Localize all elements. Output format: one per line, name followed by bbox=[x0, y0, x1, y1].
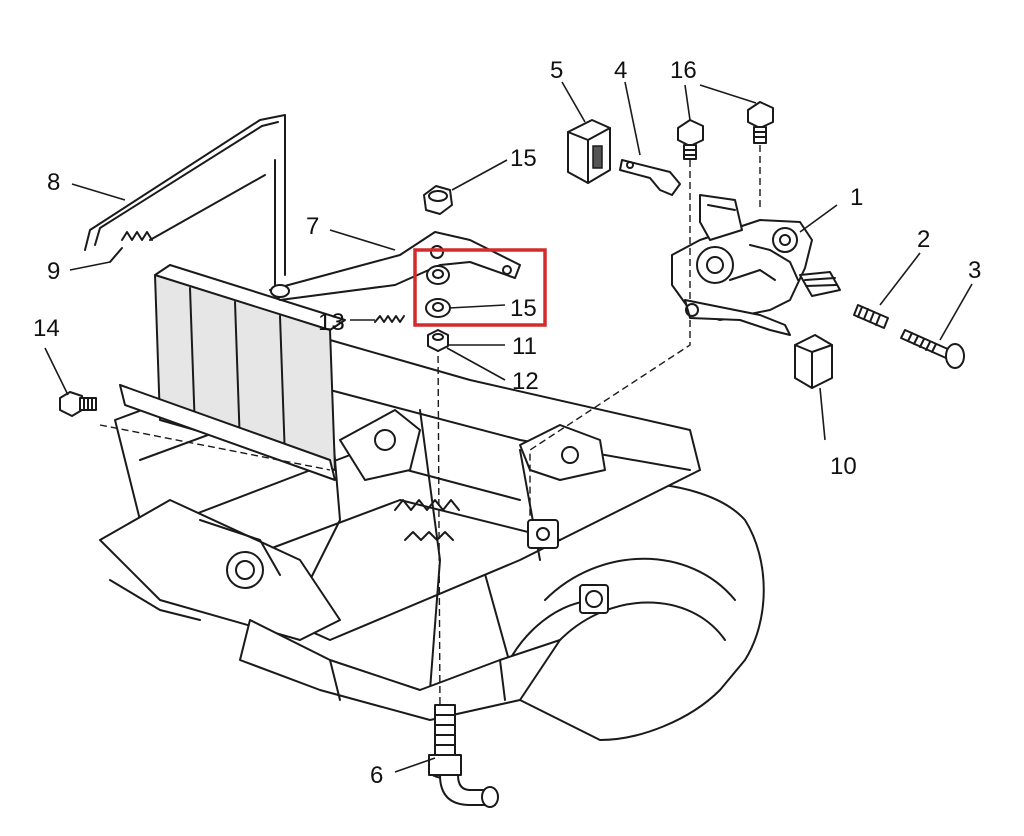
part-7-lever-arm bbox=[269, 231, 521, 301]
label-2: 2 bbox=[917, 226, 930, 253]
part-14-bolt bbox=[59, 391, 97, 417]
label-6: 6 bbox=[370, 762, 383, 789]
label-7: 7 bbox=[306, 213, 319, 240]
washer-stack bbox=[425, 265, 451, 352]
part-4-link bbox=[619, 159, 681, 196]
label-1: 1 bbox=[850, 184, 863, 211]
label-3: 3 bbox=[968, 257, 981, 284]
part-9-spring bbox=[109, 174, 266, 263]
label-11: 11 bbox=[512, 333, 537, 360]
part-1-governor-assembly bbox=[671, 194, 841, 336]
label-13: 13 bbox=[318, 309, 345, 336]
label-9: 9 bbox=[47, 258, 60, 285]
label-16: 16 bbox=[670, 57, 697, 84]
engine-body bbox=[99, 264, 765, 741]
part-8-cable bbox=[84, 114, 286, 286]
label-15-top: 15 bbox=[510, 145, 537, 172]
leader-lines bbox=[44, 81, 973, 773]
label-5: 5 bbox=[550, 57, 563, 84]
part-5-block bbox=[567, 119, 611, 184]
part-2-spring bbox=[853, 304, 889, 329]
part-13-spring bbox=[374, 315, 405, 323]
label-14: 14 bbox=[33, 315, 60, 342]
label-15-washer: 15 bbox=[510, 295, 537, 322]
highlight-box bbox=[413, 248, 547, 327]
label-4: 4 bbox=[614, 57, 627, 84]
shaft-centerline bbox=[437, 344, 441, 711]
label-10: 10 bbox=[830, 453, 857, 480]
assembly-line-right bbox=[529, 320, 691, 520]
part-16-screws bbox=[677, 101, 774, 160]
part-10-block bbox=[794, 334, 833, 389]
label-8: 8 bbox=[47, 169, 60, 196]
label-12: 12 bbox=[512, 368, 539, 395]
part-6-shaft-pin bbox=[428, 704, 499, 808]
part-3-screw bbox=[900, 329, 965, 369]
top-nut-15 bbox=[423, 185, 453, 215]
